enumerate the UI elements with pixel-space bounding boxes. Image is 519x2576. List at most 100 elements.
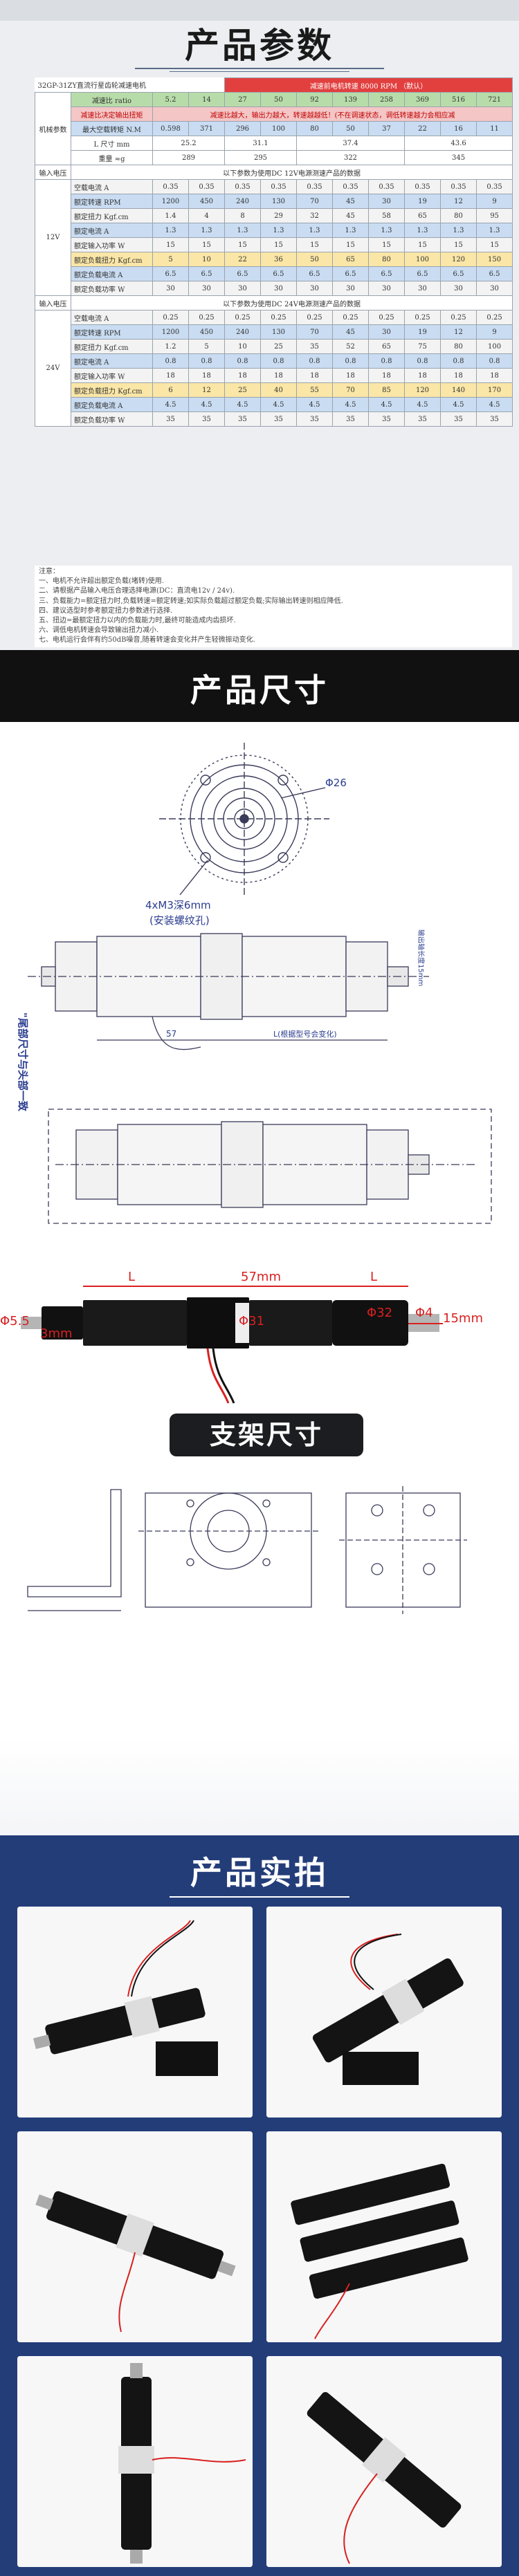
side-view-2 — [48, 1109, 492, 1224]
value-cell: 0.25 — [475, 310, 513, 325]
row-label: 额定负载扭力 Kgf.cm — [71, 252, 153, 267]
value-cell: 85 — [368, 382, 405, 398]
value-cell: 30 — [224, 281, 261, 296]
l-size-label: L 尺寸 mm — [71, 136, 153, 151]
max-torque-cell: 16 — [440, 121, 477, 136]
row-label: 额定输入功率 W — [71, 237, 153, 252]
len-L: L(根据型号会变化) — [273, 1029, 337, 1039]
value-cell: 15 — [404, 237, 441, 252]
title-rule — [170, 71, 349, 72]
value-cell: 18 — [224, 368, 261, 383]
value-cell: 4.5 — [332, 397, 369, 412]
row-label: 额定负载扭力 Kgf.cm — [71, 382, 153, 398]
value-cell: 30 — [188, 281, 225, 296]
value-cell: 0.35 — [260, 179, 297, 194]
value-cell: 4.5 — [224, 397, 261, 412]
row-label: 额定扭力 Kgf.cm — [71, 208, 153, 223]
dims-drawing: 4xM3深6mm (安装螺纹孔) Φ26 57 L(根据型号会变化) 输出轴长度… — [0, 743, 492, 1614]
photo-57: 57mm — [241, 1270, 281, 1284]
value-cell: 0.25 — [224, 310, 261, 325]
ratio-cell: 369 — [404, 92, 441, 107]
value-cell: 0.25 — [296, 310, 333, 325]
value-cell: 15 — [332, 237, 369, 252]
value-cell: 22 — [224, 252, 261, 267]
value-cell: 9 — [475, 194, 513, 209]
len-57: 57 — [166, 1029, 176, 1039]
bracket-title: 支架尺寸 — [170, 1414, 363, 1456]
params-section: 产品参数 32GP-31ZY直流行星齿轮减速电机 减速前电机转速 8000 RP… — [0, 0, 519, 650]
value-cell: 18 — [332, 368, 369, 383]
max-torque-cell: 0.598 — [152, 121, 189, 136]
photo-4-image — [266, 2131, 502, 2342]
photo-2 — [266, 1907, 502, 2118]
value-cell: 4.5 — [368, 397, 405, 412]
value-cell: 18 — [440, 368, 477, 383]
dims-banner: 产品尺寸 — [0, 650, 519, 722]
value-cell: 6 — [152, 382, 189, 398]
value-cell: 35 — [296, 339, 333, 354]
l-size-cell: 43.6 — [403, 136, 513, 151]
side-note: "尾部尺寸与头部一致 — [17, 1012, 29, 1112]
value-cell: 35 — [368, 411, 405, 427]
value-cell: 4.5 — [440, 397, 477, 412]
value-cell: 0.8 — [188, 353, 225, 369]
value-cell: 1.3 — [404, 223, 441, 238]
photo-2-image — [266, 1907, 502, 2118]
value-cell: 30 — [368, 194, 405, 209]
value-cell: 15 — [440, 237, 477, 252]
note-right: 减速比越大，输出力越大，转速越越低！(不在调速状态，调低转速越力会相应减 — [152, 106, 513, 122]
value-cell: 6.5 — [475, 266, 513, 281]
value-cell: 100 — [475, 339, 513, 354]
value-cell: 15 — [224, 237, 261, 252]
value-cell: 25 — [260, 339, 297, 354]
note-line: 三、负载能力=额定扭力时,负载转速=额定转速;如实际负载超过额定负载;实际输出转… — [39, 597, 343, 605]
value-cell: 0.35 — [188, 179, 225, 194]
value-cell: 5 — [188, 339, 225, 354]
value-cell: 170 — [475, 382, 513, 398]
weight-cell: 322 — [296, 150, 405, 165]
value-cell: 0.8 — [368, 353, 405, 369]
value-cell: 1.3 — [152, 223, 189, 238]
max-torque-cell: 371 — [188, 121, 225, 136]
value-cell: 10 — [188, 252, 225, 267]
value-cell: 0.8 — [152, 353, 189, 369]
value-cell: 0.25 — [188, 310, 225, 325]
value-cell: 130 — [260, 194, 297, 209]
value-cell: 0.8 — [332, 353, 369, 369]
value-cell: 4.5 — [152, 397, 189, 412]
value-cell: 1.3 — [440, 223, 477, 238]
notes-block: 注意：一、电机不允许超出额定负载(堵转)使用.二、请根据产品输入电压合理选择电源… — [35, 566, 512, 647]
dims-section: 4xM3深6mm (安装螺纹孔) Φ26 57 L(根据型号会变化) 输出轴长度… — [0, 722, 519, 1739]
max-torque-cell: 80 — [296, 121, 333, 136]
value-cell: 0.25 — [440, 310, 477, 325]
value-cell: 130 — [260, 324, 297, 340]
value-cell: 35 — [404, 411, 441, 427]
max-torque-cell: 37 — [368, 121, 405, 136]
value-cell: 120 — [404, 382, 441, 398]
value-cell: 0.25 — [332, 310, 369, 325]
value-cell: 1.4 — [152, 208, 189, 223]
value-cell: 35 — [332, 411, 369, 427]
photo-3 — [17, 2131, 253, 2342]
row-label: 额定转速 RPM — [71, 194, 153, 209]
value-cell: 0.8 — [440, 353, 477, 369]
photo-4 — [266, 2131, 502, 2342]
value-cell: 0.35 — [404, 179, 441, 194]
ratio-cell: 50 — [260, 92, 297, 107]
ratio-cell: 139 — [332, 92, 369, 107]
value-cell: 1.3 — [296, 223, 333, 238]
value-cell: 0.8 — [475, 353, 513, 369]
value-cell: 0.25 — [260, 310, 297, 325]
value-cell: 80 — [440, 208, 477, 223]
value-cell: 30 — [332, 281, 369, 296]
value-cell: 70 — [332, 382, 369, 398]
value-cell: 30 — [260, 281, 297, 296]
photo-5-image — [17, 2356, 253, 2567]
value-cell: 18 — [404, 368, 441, 383]
